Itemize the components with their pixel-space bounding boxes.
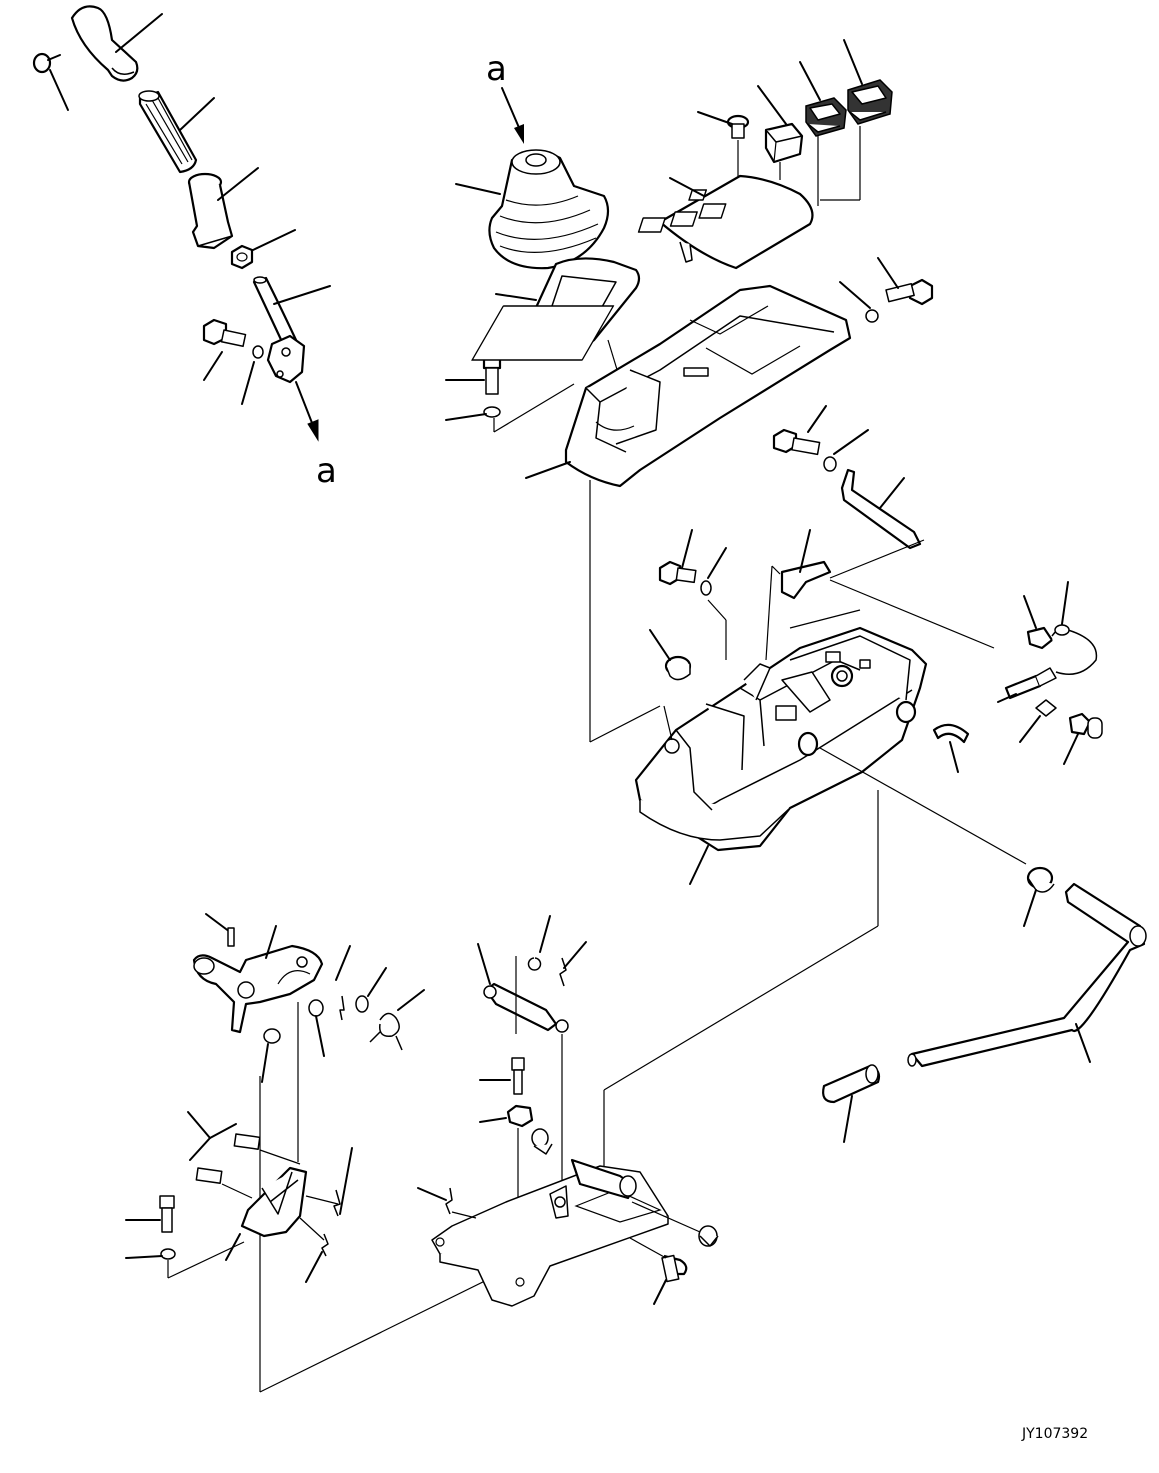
lever-knob-assembly: a	[32, 5, 337, 491]
pin-rod	[840, 468, 922, 550]
lever-grip	[138, 90, 198, 174]
side-bolt	[772, 405, 869, 472]
link-cotter-pin	[339, 995, 345, 1021]
reference-letter-a-top: a	[486, 49, 507, 89]
upper-console-cover	[471, 284, 852, 488]
mid-bolt	[658, 529, 727, 660]
knob-screw	[32, 52, 61, 74]
link-roller	[308, 999, 324, 1017]
link-spring	[369, 1012, 403, 1051]
handle-grip	[822, 1064, 881, 1143]
handle-bushing	[1023, 866, 1055, 927]
lower-console-body	[634, 626, 928, 852]
base-pin	[631, 1201, 719, 1247]
sensor-harness	[997, 581, 1098, 703]
lever-bracket	[266, 334, 306, 384]
bracket-bolt	[202, 318, 247, 348]
lock-handle	[907, 882, 1147, 1068]
lever-boot	[488, 149, 610, 270]
pivot-bracket	[125, 1111, 353, 1283]
boot-assembly: a	[445, 49, 641, 433]
link-assembly	[192, 913, 577, 1393]
base-screw	[629, 1237, 688, 1305]
switch-panel	[637, 174, 814, 270]
bushing	[649, 629, 692, 681]
base-plate	[417, 1158, 669, 1307]
bracket-washer	[252, 345, 264, 359]
link-bushing	[263, 1028, 281, 1044]
lever-nut	[230, 244, 254, 270]
reference-letter-a-bottom: a	[316, 451, 337, 491]
panel-plug	[726, 114, 750, 139]
cover-end-bolt	[839, 257, 934, 323]
lever-knob	[70, 5, 139, 82]
cover-washer	[483, 406, 501, 418]
sensor-clip	[1019, 699, 1103, 765]
lock-bracket	[765, 529, 995, 661]
link-washer	[355, 995, 369, 1013]
lever-collar	[187, 172, 234, 250]
curved-cover	[932, 723, 970, 773]
blank-cap	[764, 122, 804, 164]
base-bushing	[531, 1128, 553, 1155]
link-rod	[477, 915, 587, 1180]
rocker-switch-1	[805, 97, 847, 137]
drawing-code: JY107392	[1021, 1426, 1088, 1442]
rocker-switch-2	[847, 79, 893, 125]
reference-arrow-a	[295, 381, 315, 429]
switch-panel-assembly	[637, 39, 893, 270]
